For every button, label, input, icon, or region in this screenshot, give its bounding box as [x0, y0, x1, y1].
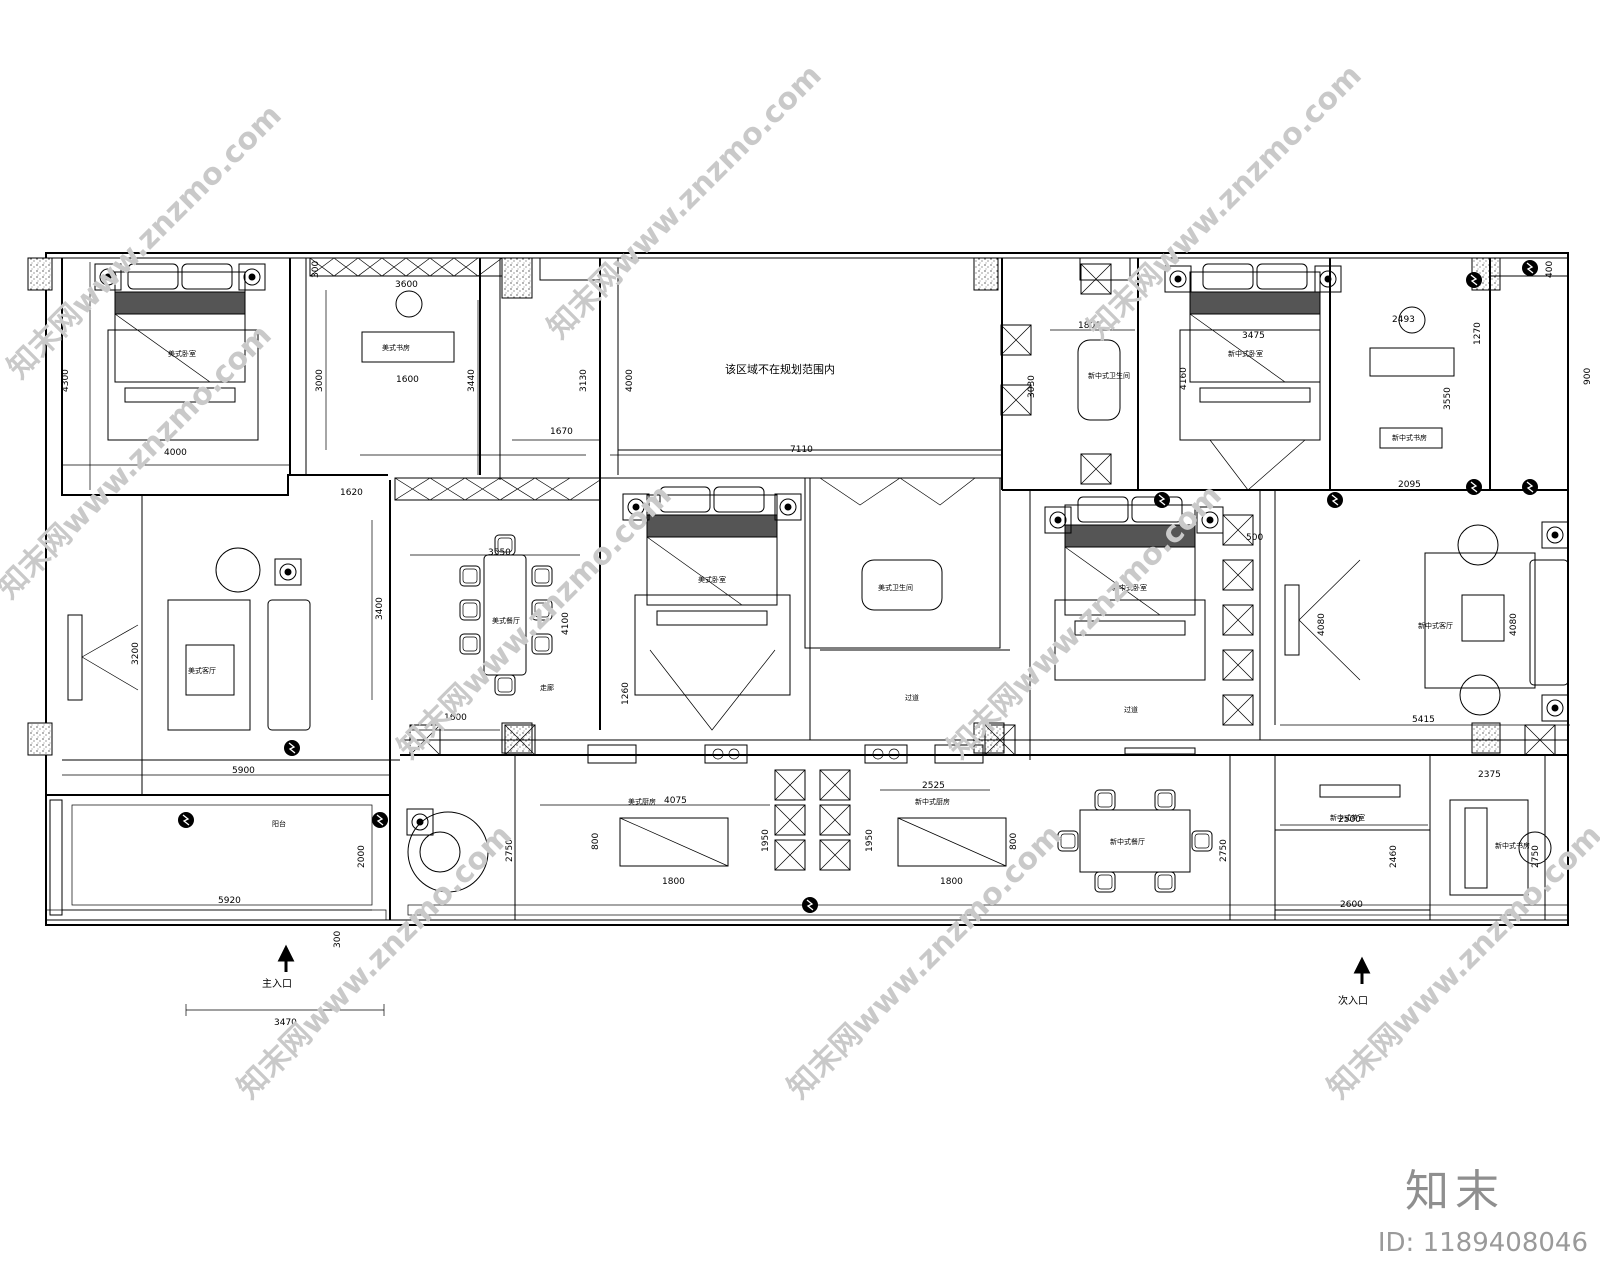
dim-label: 4160	[1179, 367, 1189, 390]
dim-label: 4000	[625, 369, 635, 392]
column	[27, 257, 53, 291]
dim-label: 300	[311, 261, 321, 278]
dim-label: 5415	[1412, 715, 1435, 725]
desk	[361, 331, 455, 363]
dim-label: 400	[1545, 261, 1555, 278]
dim-label: 3400	[375, 597, 385, 620]
dim-label: 3470	[274, 1018, 297, 1028]
dim-label: 4080	[1509, 613, 1519, 636]
svg-text:知末网www.znzmo.com: 知末网www.znzmo.com	[541, 58, 829, 346]
room-label-dining1: 美式餐厅	[492, 616, 520, 625]
dim-label: 300	[333, 931, 343, 948]
dim-label: 2500	[1338, 815, 1361, 825]
room-label-study1: 美式书房	[382, 343, 410, 352]
tv	[67, 614, 83, 701]
dim-label: 3030	[1027, 375, 1037, 398]
dim-label: 2750	[1531, 845, 1541, 868]
dim-label: 2750	[1219, 839, 1229, 862]
dim-label: 3550	[1443, 387, 1453, 410]
secondary-entrance-label: 次入口	[1338, 994, 1368, 1007]
room-label-office: 新中式书房	[1495, 841, 1530, 850]
dim-label: 1950	[865, 829, 875, 852]
dim-label: 2750	[505, 839, 515, 862]
room-label-dining2: 新中式餐厅	[1110, 837, 1145, 846]
corridor-label: 走廊	[540, 683, 554, 692]
room-label-kitchen1: 美式厨房	[628, 797, 656, 806]
dim-label: 1600	[444, 713, 467, 723]
main-entrance-label: 主入口	[262, 978, 292, 990]
balcony-label: 阳台	[272, 819, 286, 828]
dim-label: 3550	[488, 548, 511, 558]
walkway-label: 过道	[905, 693, 919, 702]
room-label-bedroom4: 新中式卧室	[1112, 583, 1147, 592]
dim-label: 2095	[1398, 480, 1421, 490]
dim-label: 800	[1009, 833, 1019, 850]
dim-label: 3440	[467, 369, 477, 392]
room-label-living2: 新中式客厅	[1418, 621, 1453, 630]
dim-label: 800	[591, 833, 601, 850]
dim-label: 3475	[1242, 331, 1265, 341]
dim-label: 1800	[662, 877, 685, 887]
room-label-bath2: 新中式卫生间	[1088, 371, 1130, 380]
room-label-study2: 新中式书房	[1392, 433, 1427, 442]
dim-label: 5900	[232, 766, 255, 776]
brand-logo: 知末	[1405, 1166, 1505, 1217]
dim-label: 4100	[561, 612, 571, 635]
dim-label: 3130	[579, 369, 589, 392]
dim-label: 1800	[1078, 321, 1101, 331]
room-label-kitchen2: 新中式厨房	[915, 797, 950, 806]
dim-label: 2000	[357, 845, 367, 868]
room-label-bath1: 美式卫生间	[878, 583, 913, 592]
dim-label: 4075	[664, 796, 687, 806]
dim-label: 2460	[1389, 845, 1399, 868]
dim-label: 3600	[395, 280, 418, 290]
dim-label: 1270	[1473, 322, 1483, 345]
walkway2-label: 过道	[1124, 705, 1138, 714]
dim-label: 5920	[218, 896, 241, 906]
dim-label: 900	[1583, 368, 1593, 385]
interior-wall	[61, 258, 388, 496]
region-note: 该区域不在规划范围内	[725, 362, 835, 376]
dim-label: 4080	[1317, 613, 1327, 636]
dim-label: 1670	[550, 427, 573, 437]
main-entrance-arrow	[277, 944, 295, 972]
room-label-bedroom3: 新中式卧室	[1228, 349, 1263, 358]
dim-label: 2375	[1478, 770, 1501, 780]
dim-label: 7110	[790, 445, 813, 455]
secondary-entrance-arrow	[1353, 956, 1371, 984]
image-id-label: ID: 1189408046	[1377, 1228, 1588, 1258]
svg-text:知末网www.znzmo.com: 知末网www.znzmo.com	[781, 818, 1069, 1106]
room-label-living1: 美式客厅	[188, 666, 216, 675]
dim-label: 2600	[1340, 900, 1363, 910]
dim-label: 4300	[61, 369, 71, 392]
dim-label: 1600	[396, 375, 419, 385]
dim-label: 1950	[761, 829, 771, 852]
dim-label: 1260	[621, 682, 631, 705]
dim-label: 1800	[940, 877, 963, 887]
room-label-tearoom: 新中式茶室	[1330, 813, 1365, 822]
dim-label: 1620	[340, 488, 363, 498]
watermark-layer: 知末网www.znzmo.com 知末网www.znzmo.com 知末网www…	[0, 58, 1600, 1106]
dim-label: 500	[1246, 533, 1263, 543]
dim-label: 2525	[922, 781, 945, 791]
svg-text:知末网www.znzmo.com: 知末网www.znzmo.com	[231, 818, 519, 1106]
dim-label: 4000	[164, 448, 187, 458]
sofa	[267, 599, 311, 731]
dim-label: 3000	[315, 369, 325, 392]
room-label-bedroom1: 美式卧室	[168, 349, 196, 358]
rug	[167, 599, 251, 731]
dim-label: 2493	[1392, 315, 1415, 325]
window-strip	[309, 257, 503, 277]
dim-label: 3200	[131, 642, 141, 665]
room-label-bedroom2: 美式卧室	[698, 575, 726, 584]
